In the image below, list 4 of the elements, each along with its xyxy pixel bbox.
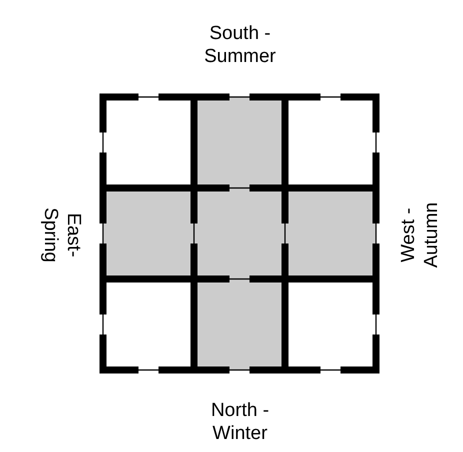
direction-label: West - Autumn — [397, 201, 443, 270]
direction-label: South - Summer — [203, 22, 277, 68]
direction-label: East- Spring — [39, 206, 85, 264]
direction-label: North - Winter — [210, 399, 270, 445]
